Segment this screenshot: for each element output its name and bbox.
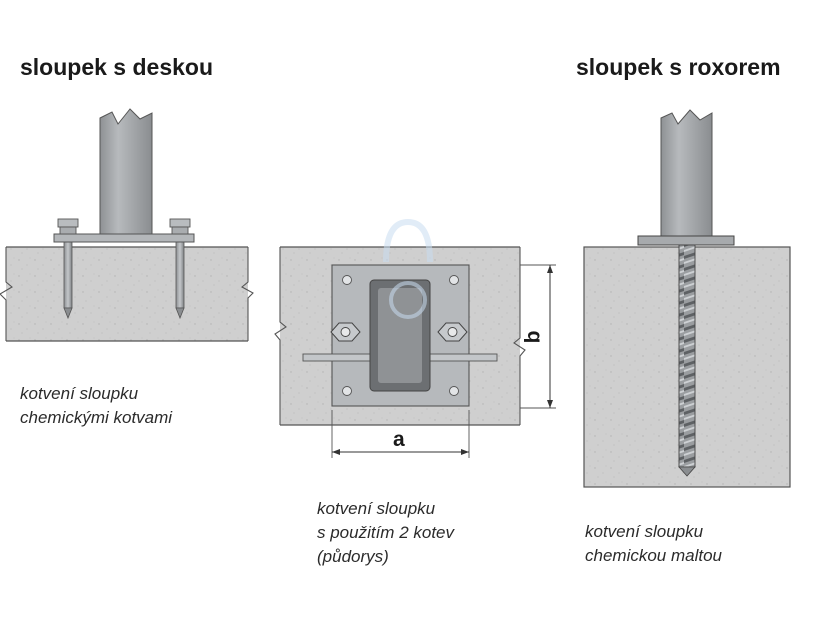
right-caption-line-2: chemickou maltou [585, 546, 723, 565]
dimension-a-label: a [393, 428, 405, 451]
left-caption-line-2: chemickými kotvami [20, 408, 173, 427]
dimension-b-label: b [521, 330, 545, 344]
left-base-plate [53, 233, 195, 243]
left-caption: kotvení sloupku chemickými kotvami [20, 382, 172, 430]
right-plate [637, 235, 735, 246]
right-caption: kotvení sloupku chemickou maltou [585, 520, 722, 568]
middle-caption-line-2: s použitím 2 kotev [317, 523, 455, 542]
middle-caption-line-1: kotvení sloupku [317, 499, 436, 518]
middle-caption-line-3: (půdorys) [317, 547, 389, 566]
dimension-a-line [331, 410, 470, 458]
left-title: sloupek s deskou [20, 54, 214, 80]
right-title: sloupek s roxorem [576, 54, 781, 80]
left-anchor-rods [63, 227, 185, 320]
dimension-b-line [520, 264, 556, 409]
right-rebar [678, 244, 696, 477]
middle-caption: kotvení sloupku s použitím 2 kotev (půdo… [317, 497, 454, 569]
right-caption-line-1: kotvení sloupku [585, 522, 704, 541]
left-post [99, 108, 153, 235]
left-nuts [57, 218, 191, 235]
middle-post-section [369, 279, 431, 392]
right-post [660, 109, 713, 237]
left-caption-line-1: kotvení sloupku [20, 384, 139, 403]
middle-nuts [330, 322, 468, 342]
watermark-logo [383, 218, 433, 319]
left-concrete-block [0, 246, 254, 342]
